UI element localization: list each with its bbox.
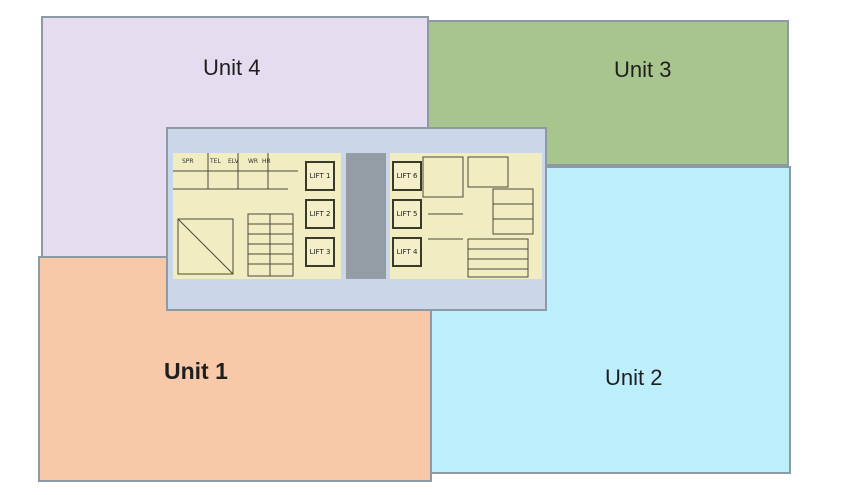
room-label-elv: ELV (228, 158, 239, 165)
core-plan-drawing (168, 129, 545, 309)
plan-linework (173, 153, 534, 278)
lift-3: LIFT 3 (305, 237, 335, 267)
lift-2: LIFT 2 (305, 199, 335, 229)
unit-4-label: Unit 4 (203, 55, 261, 80)
room-label-hr: HR (262, 158, 271, 165)
room-label-tel: TEL (210, 158, 221, 165)
unit-3-label: Unit 3 (614, 57, 672, 82)
lift-5: LIFT 5 (392, 199, 422, 229)
room-label-spr: SPR (182, 158, 194, 165)
lift-4: LIFT 4 (392, 237, 422, 267)
building-core: LIFT 1 LIFT 2 LIFT 3 LIFT 6 LIFT 5 LIFT … (166, 127, 547, 311)
lift-1: LIFT 1 (305, 161, 335, 191)
lift-6: LIFT 6 (392, 161, 422, 191)
unit-1-label: Unit 1 (164, 358, 228, 384)
central-shaft (346, 153, 386, 279)
unit-3-area[interactable]: Unit 3 (427, 20, 789, 166)
unit-2-label: Unit 2 (605, 365, 663, 390)
room-label-wr: WR (248, 158, 259, 165)
